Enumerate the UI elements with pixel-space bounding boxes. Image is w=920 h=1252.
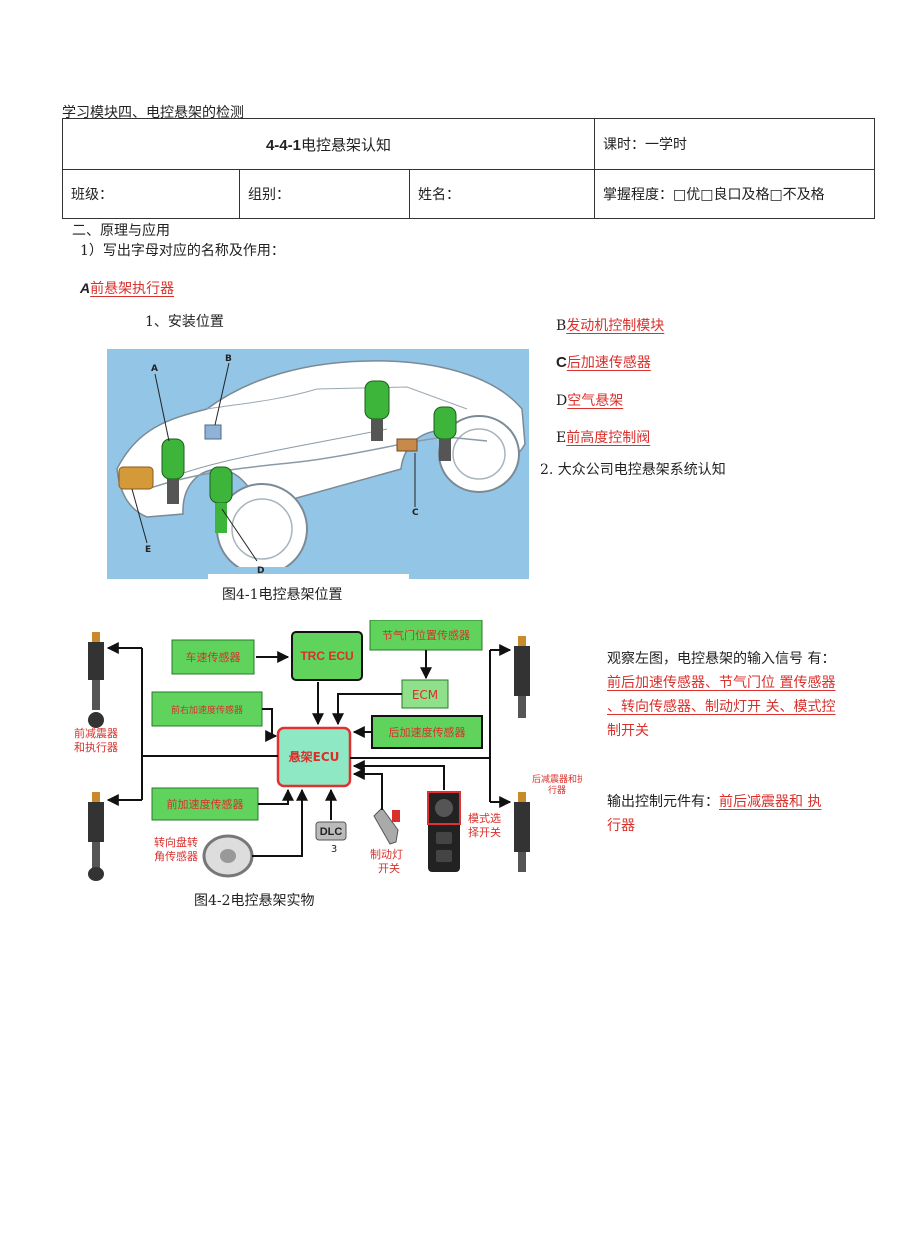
output-answer-1: 前后减震器和 执: [719, 794, 822, 810]
steer-label-2: 角传感器: [154, 850, 198, 863]
air-spring-front-left: [161, 438, 185, 504]
class-label: 班级：: [62, 169, 240, 219]
answer-e: E前高度控制阀: [556, 427, 650, 447]
car-suspension-figure: A B C D E: [107, 349, 529, 579]
answer-b-letter: B: [556, 318, 567, 334]
mode-label-1: 模式选: [468, 812, 501, 825]
rear-damper-bottom: [514, 792, 530, 872]
lesson-title-cell: 4-4-1电控悬架认知: [62, 118, 595, 170]
answer-c-text: 后加速传感器: [566, 355, 651, 371]
svg-text:后加速度传感器: 后加速度传感器: [389, 725, 466, 739]
mode-label-2: 择开关: [468, 825, 501, 839]
svg-text:ECM: ECM: [412, 688, 438, 702]
subheading-install: 1、安装位置: [145, 314, 224, 330]
engine-control-module: [204, 424, 222, 440]
answer-a-letter: A: [80, 280, 91, 296]
header-table: 4-4-1电控悬架认知 课时：一学时 班级： 组别： 姓名： 掌握程度：□优□良…: [62, 118, 875, 219]
lesson-code: 4-4-1: [265, 136, 301, 154]
steering-wheel-sensor: [202, 834, 254, 878]
subheading-vw: 2. 大众公司电控悬架系统认知: [540, 462, 726, 478]
fig1-label-d: D: [257, 566, 264, 576]
svg-text:DLC: DLC: [320, 826, 343, 838]
throttle-sensor-box: 节气门位置传感器: [369, 620, 483, 651]
figure1-caption: 图4-1电控悬架位置: [222, 587, 343, 603]
answer-d-letter: D: [556, 393, 568, 409]
question-1: 1）写出字母对应的名称及作用：: [80, 243, 285, 259]
observe-prefix: 观察左图，电控悬架的输入信号 有：: [607, 651, 836, 667]
answer-b-text: 发动机控制模块: [566, 318, 665, 334]
svg-text:前加速度传感器: 前加速度传感器: [167, 797, 244, 811]
hours-cell: 课时：一学时: [594, 118, 875, 170]
answer-c-letter: C: [556, 354, 567, 371]
figure2-caption: 图4-2电控悬架实物: [194, 893, 315, 909]
answer-e-letter: E: [556, 430, 567, 446]
steer-label-1: 转向盘转: [154, 835, 198, 849]
fig1-label-c: C: [412, 508, 419, 518]
rear-damper-label-1: 后减震器和执: [532, 773, 582, 785]
speed-sensor-box: 车速传感器: [171, 639, 255, 675]
lesson-title: 电控悬架认知: [301, 135, 392, 154]
section-title: 二、原理与应用: [72, 223, 170, 239]
front-right-acc-box: 前右加速度传感器: [151, 691, 263, 727]
suspension-system-diagram: 前减震器 和执行器 后减震器和执 行器 车速传感器 TRC ECU 节气门位置传…: [74, 620, 582, 881]
output-prefix: 输出控制元件有：: [607, 794, 719, 810]
answer-b: B发动机控制模块: [556, 315, 664, 335]
suspension-ecu-box: 悬架ECU: [276, 726, 352, 788]
figure1-caption-mask: [208, 574, 409, 582]
front-damper-label-1: 前减震器: [74, 726, 118, 740]
answer-e-text: 前高度控制阀: [566, 430, 651, 446]
observe-paragraph: 观察左图，电控悬架的输入信号 有： 前后加速传感器、节气门位 置传感器 、转向传…: [607, 647, 867, 743]
observe-answer-line1: 前后加速传感器、节气门位 置传感器: [607, 675, 836, 691]
trc-ecu-box: TRC ECU: [291, 631, 363, 681]
svg-text:TRC ECU: TRC ECU: [300, 649, 353, 663]
fig1-label-b: B: [225, 354, 232, 364]
answer-d-text: 空气悬架: [567, 393, 624, 409]
brake-label-2: 开关: [378, 861, 400, 875]
answer-a-text: 前悬架执行器: [90, 281, 175, 297]
fig1-label-a: A: [151, 364, 158, 374]
rear-acc-box: 后加速度传感器: [371, 715, 483, 749]
fig1-label-e: E: [145, 545, 151, 555]
output-paragraph: 输出控制元件有：前后减震器和 执 行器: [607, 790, 867, 838]
svg-text:前右加速度传感器: 前右加速度传感器: [171, 704, 243, 716]
mode-select-switch: [427, 791, 461, 872]
rear-acc-sensor: [396, 438, 418, 452]
dlc-box: DLC 3: [315, 821, 347, 855]
ecm-box: ECM: [401, 679, 449, 709]
observe-answer-line2: 、转向传感器、制动灯开 关、模式控: [607, 699, 836, 715]
air-spring-rear-right: [433, 406, 457, 461]
svg-text:悬架ECU: 悬架ECU: [288, 749, 340, 764]
front-damper-label-2: 和执行器: [74, 740, 118, 754]
air-spring-front-right: [209, 466, 233, 533]
front-height-valve: [118, 466, 154, 490]
brake-light-switch: [373, 807, 400, 845]
name-label: 姓名：: [409, 169, 595, 219]
output-answer-2: 行器: [607, 818, 635, 834]
brake-label-1: 制动灯: [370, 848, 403, 861]
front-damper-top: [88, 632, 104, 728]
answer-a: A前悬架执行器: [80, 278, 174, 298]
svg-text:车速传感器: 车速传感器: [186, 650, 241, 664]
rear-damper-top: [514, 636, 530, 718]
rear-damper-label-2: 行器: [548, 784, 566, 796]
observe-answer-line3: 制开关: [607, 723, 649, 739]
front-acc-box: 前加速度传感器: [151, 787, 259, 821]
svg-text:节气门位置传感器: 节气门位置传感器: [382, 628, 470, 642]
answer-c: C后加速传感器: [556, 352, 651, 372]
mastery-cell: 掌握程度：□优□良口及格□不及格: [594, 169, 875, 219]
group-label: 组别：: [239, 169, 410, 219]
module-title: 学习模块四、电控悬架的检测: [62, 105, 244, 121]
air-spring-rear-left: [364, 380, 390, 441]
front-damper-bottom: [88, 792, 104, 881]
svg-text:3: 3: [331, 844, 337, 855]
answer-d: D空气悬架: [556, 390, 623, 410]
